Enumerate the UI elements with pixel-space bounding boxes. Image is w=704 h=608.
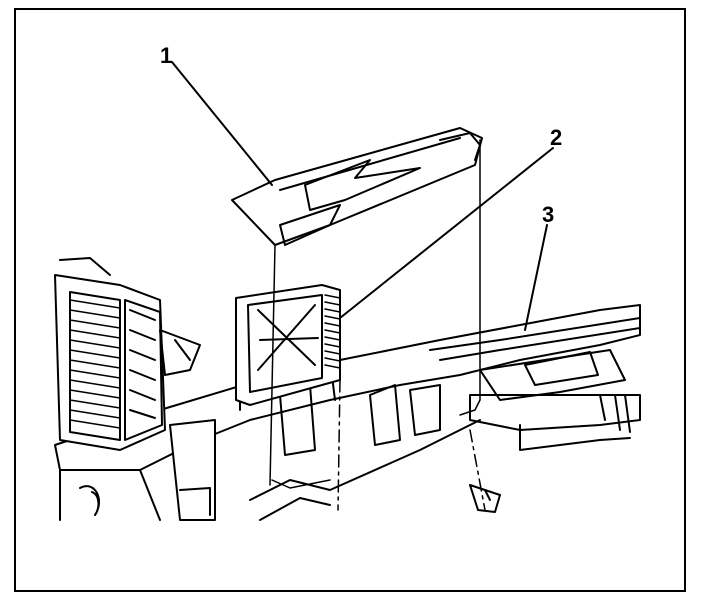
- fastener: [469, 484, 501, 513]
- leader-line-1: [171, 61, 273, 186]
- leader-line-2: [339, 147, 554, 319]
- evaporator-core: [54, 257, 201, 516]
- lower-ducting: [169, 384, 481, 521]
- leader-line-3: [524, 224, 548, 331]
- leader-lines: [171, 61, 554, 331]
- alignment-lines: [269, 139, 486, 511]
- filter-frame: [235, 284, 341, 406]
- filter-cover: [231, 127, 483, 246]
- callout-2: 2: [550, 125, 562, 150]
- spring: [324, 294, 341, 369]
- callout-3: 3: [542, 202, 554, 227]
- callout-1: 1: [160, 43, 172, 68]
